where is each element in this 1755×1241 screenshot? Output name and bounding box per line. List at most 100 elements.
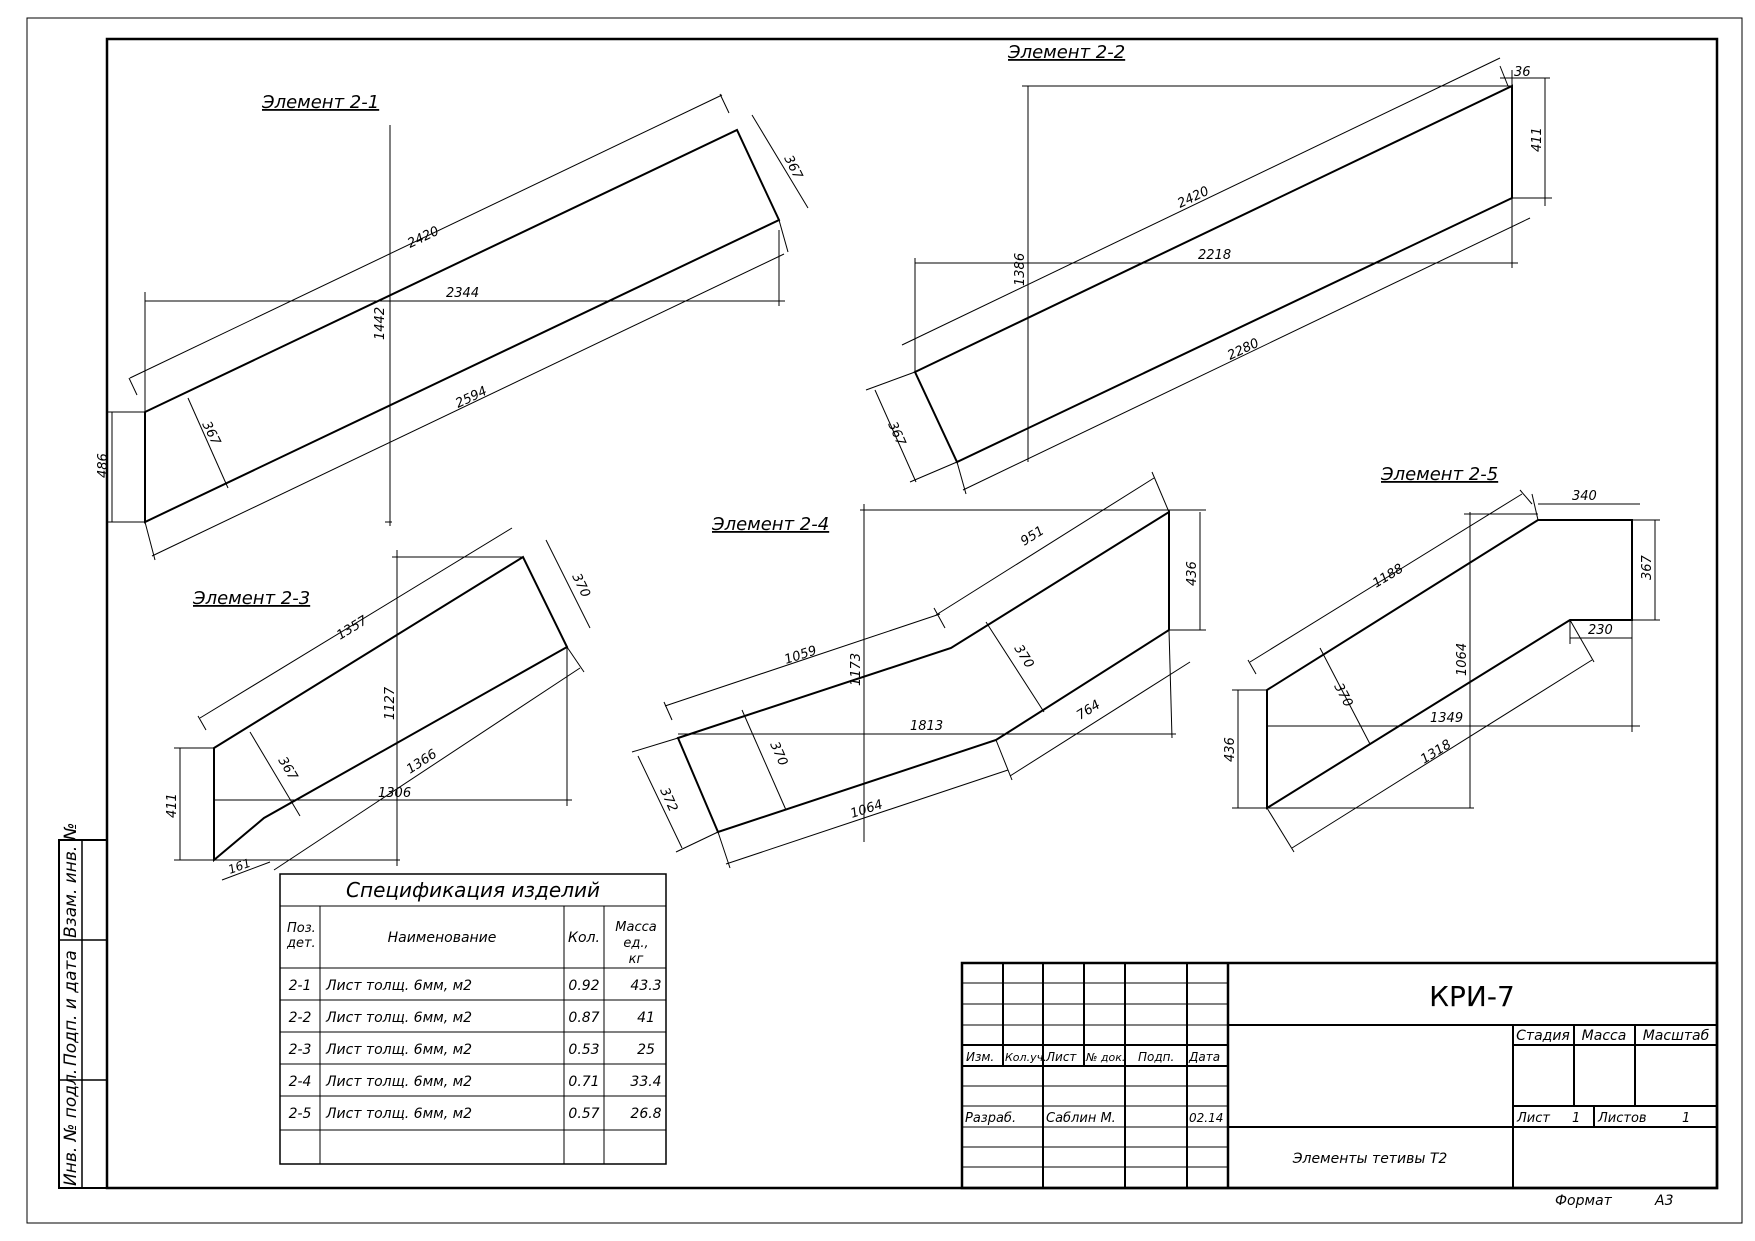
element-2-1: Элемент 2-1 2420 367 2344 1442 2594 367 … [96,92,809,561]
format-value: А3 [1654,1193,1673,1209]
dim-label: 372 [656,786,680,815]
dim-label: 2280 [1225,336,1261,364]
dim-label: 1064 [849,797,885,821]
spec-cell-mass: 25 [637,1042,655,1058]
element-2-5: Элемент 2-5 340 367 1188 230 370 1064 13… [1223,464,1660,853]
element-title: Элемент 2-3 [192,588,310,609]
dim-label: 2344 [446,286,479,301]
element-2-2: Элемент 2-2 36 411 2420 1386 2218 2280 3… [865,42,1552,495]
element-outline [213,555,569,863]
spec-cell-name: Лист толщ. 6мм, м2 [325,1010,472,1026]
scale-label: Масштаб [1643,1028,1710,1044]
spec-header-qty: Кол. [568,930,600,946]
dim-label: 370 [568,571,592,600]
table-row: 2-5 Лист толщ. 6мм, м2 0.57 26.8 [289,1106,662,1122]
dimension-lines [865,57,1552,495]
element-outline [913,84,1513,464]
developer-date: 02.14 [1189,1111,1223,1125]
dim-label: 340 [1572,489,1597,504]
table-row: 2-1 Лист толщ. 6мм, м2 0.92 43.3 [289,978,662,994]
spec-cell-qty: 0.71 [568,1074,599,1090]
spec-cell-mass: 33.4 [630,1074,661,1090]
element-outline [144,128,781,524]
spec-cell-pos: 2-1 [289,978,312,994]
dim-label: 1064 [1455,643,1470,676]
element-title: Элемент 2-4 [711,514,829,535]
dim-label: 2420 [1175,184,1211,212]
title-block: КРИ-7 Изм. Кол.уч. Лист № док. Подп. Дат… [960,961,1719,1190]
spec-cell-pos: 2-2 [289,1010,312,1026]
side-inv-orig: Инв. № подл. [61,1069,81,1186]
dim-label: 2218 [1198,248,1231,263]
dim-label: 370 [1330,681,1355,710]
element-2-4: Элемент 2-4 951 436 1173 1059 370 1813 7… [631,471,1206,869]
dimension-lines [106,93,809,561]
spec-cell-mass: 41 [637,1010,655,1026]
dim-label: 951 [1018,524,1047,550]
developer-name: Саблин М. [1046,1111,1116,1126]
trim-border [26,17,1743,1224]
dim-label: 2594 [453,384,489,412]
dim-label: 36 [1514,65,1531,80]
dim-label: 1813 [910,719,943,734]
spec-cell-qty: 0.57 [568,1106,599,1122]
spec-title: Спецификация изделий [346,878,600,902]
col-date: Дата [1188,1050,1220,1064]
spec-cell-mass: 26.8 [630,1106,661,1122]
dim-label: 367 [1640,554,1655,580]
spec-cell-pos: 2-3 [289,1042,312,1058]
element-title: Элемент 2-5 [1380,464,1498,485]
spec-cell-qty: 0.87 [568,1010,599,1026]
dim-label: 1306 [378,786,411,801]
drawing-frame [105,37,1719,1190]
dim-label: 1059 [783,643,819,667]
dim-label: 367 [198,419,223,449]
dim-label: 1318 [1418,737,1454,767]
col-list: Лист [1045,1050,1077,1064]
table-row: 2-3 Лист толщ. 6мм, м2 0.53 25 [289,1042,655,1058]
col-izm: Изм. [966,1050,994,1064]
table-row: 2-2 Лист толщ. 6мм, м2 0.87 41 [289,1010,655,1026]
stage-label: Стадия [1516,1028,1570,1044]
sheets-value: 1 [1682,1111,1690,1126]
spec-header-pos: Поз. дет. [287,921,316,951]
spec-cell-name: Лист толщ. 6мм, м2 [325,1042,472,1058]
dimension-lines [174,527,591,881]
dim-label: 411 [1530,127,1545,152]
dim-label: 486 [96,453,111,478]
side-sign-date: Подп. и дата [61,950,81,1066]
dim-label: 230 [1588,623,1613,638]
dim-label: 370 [766,740,790,769]
col-kol-uch: Кол.уч. [1005,1051,1047,1064]
side-stamp: Инв. № подл. Подп. и дата Взам. инв. № [58,823,108,1189]
dim-label: 1442 [373,307,388,340]
table-row: 2-4 Лист толщ. 6мм, м2 0.71 33.4 [289,1074,662,1090]
spec-cell-qty: 0.53 [568,1042,599,1058]
spec-header-mass: Масса ед., кг [615,920,657,967]
spec-cell-qty: 0.92 [568,978,599,994]
element-outline [676,510,1170,834]
dim-label: 2420 [405,224,441,252]
element-title: Элемент 2-1 [261,92,379,113]
element-outline [1266,519,1633,810]
spec-cell-pos: 2-4 [289,1074,312,1090]
side-replace-inv: Взам. инв. № [61,823,81,938]
spec-cell-pos: 2-5 [289,1106,312,1122]
dimension-lines [1232,489,1660,853]
specification-table: Спецификация изделий Поз. дет. Наименова… [279,873,667,1165]
dim-label: 411 [165,793,180,818]
col-doc-no: № док. [1085,1051,1125,1064]
dimension-lines [631,471,1206,869]
developer-label: Разраб. [965,1111,1016,1126]
spec-header-name: Наименование [388,930,497,946]
dim-label: 1173 [849,653,864,686]
format-label: Формат [1555,1193,1613,1209]
col-signature: Подп. [1138,1050,1174,1064]
dim-label: 161 [226,856,252,877]
sheet-value: 1 [1572,1111,1580,1126]
dim-label: 436 [1223,737,1238,762]
dim-label: 367 [884,420,908,449]
spec-cell-name: Лист толщ. 6мм, м2 [325,1074,472,1090]
dim-label: 1349 [1430,711,1463,726]
